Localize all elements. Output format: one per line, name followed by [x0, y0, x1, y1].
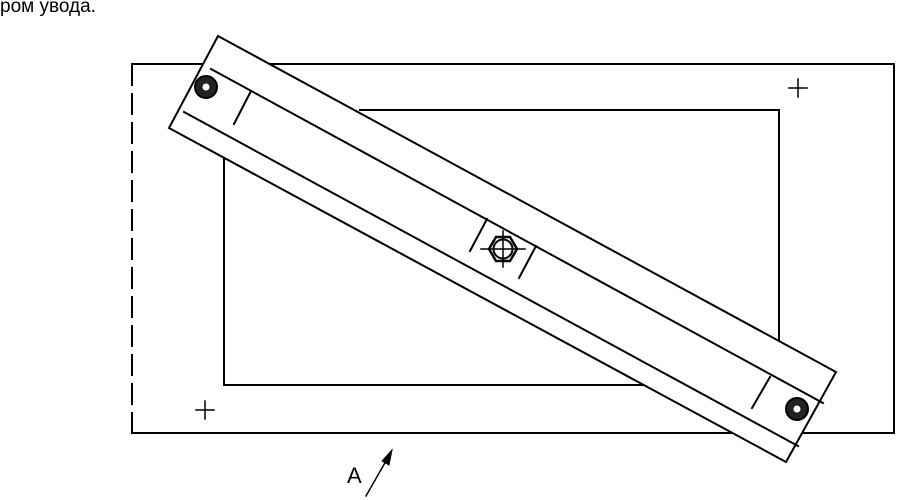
screw-icon: [785, 397, 809, 421]
right-screw-slot: [793, 405, 801, 413]
crosshair-icon: [480, 230, 526, 268]
central-slider: [468, 217, 538, 280]
view-label: A: [347, 463, 362, 488]
arrow-icon: [364, 448, 393, 498]
caption-text: ром увода.: [0, 0, 96, 17]
registration-mark-bottom-left: [195, 400, 215, 420]
ruler-left-end-block-divider: [232, 89, 253, 126]
screw-icon: [194, 75, 218, 99]
left-screw-slot: [202, 83, 210, 91]
central-slider-left-edge: [468, 217, 489, 253]
ruler-right-end-block-divider: [750, 375, 772, 410]
registration-mark-top-right: [788, 78, 808, 98]
central-slider-right-edge: [517, 244, 538, 280]
ruler-bar-upper-track: [209, 67, 825, 405]
view-arrow-head: [381, 448, 393, 466]
ruler-bar-lower-track: [182, 110, 800, 448]
